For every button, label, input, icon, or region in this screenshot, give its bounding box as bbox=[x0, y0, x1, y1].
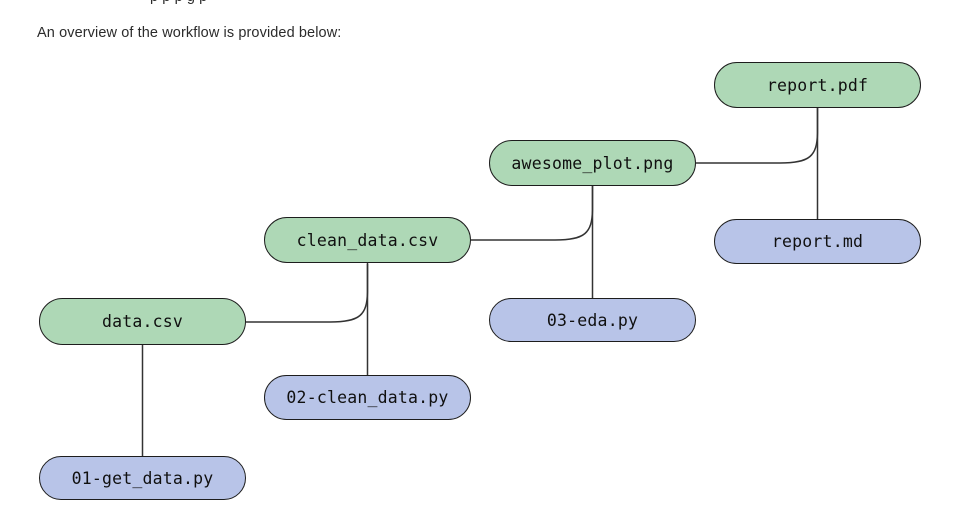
node-02-clean-data-py[interactable]: 02-clean_data.py bbox=[264, 375, 471, 420]
node-01-get-data-py[interactable]: 01-get_data.py bbox=[39, 456, 246, 500]
node-report-md[interactable]: report.md bbox=[714, 219, 921, 264]
intro-paragraph: An overview of the workflow is provided … bbox=[37, 25, 342, 41]
node-03-eda-py[interactable]: 03-eda.py bbox=[489, 298, 696, 342]
node-data-csv[interactable]: data.csv bbox=[39, 298, 246, 345]
edge-n6-n7 bbox=[696, 108, 819, 164]
clipped-paragraph-above: p p p g p bbox=[150, 0, 207, 5]
edge-n2-n3 bbox=[246, 264, 369, 323]
node-awesome-plot-png[interactable]: awesome_plot.png bbox=[489, 140, 696, 186]
node-report-pdf[interactable]: report.pdf bbox=[714, 62, 921, 108]
node-clean-data-csv[interactable]: clean_data.csv bbox=[264, 217, 471, 263]
edge-n4-n5 bbox=[471, 186, 594, 241]
